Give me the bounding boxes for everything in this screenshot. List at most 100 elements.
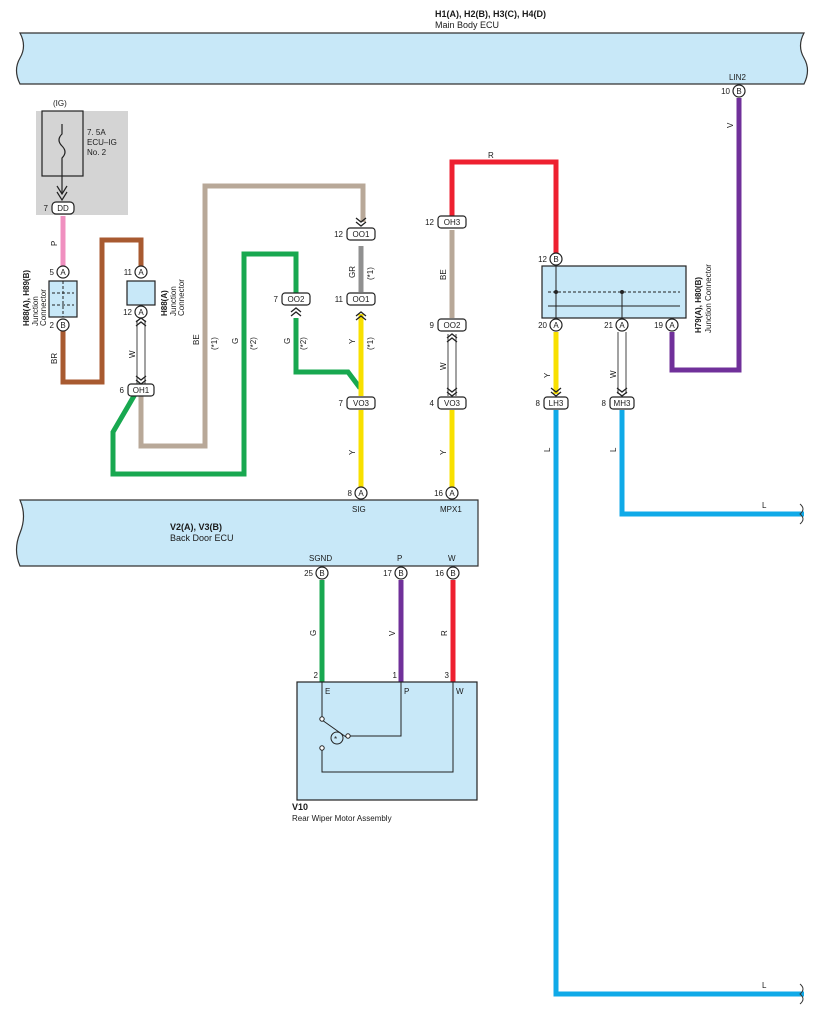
wire-label-y3: Y: [439, 449, 448, 455]
pin-jc3-19-letter: A: [669, 321, 675, 330]
back-pin-label-sig: SIG: [352, 505, 366, 514]
fuse-arrow: [56, 168, 68, 202]
pin-back-p: B17: [383, 566, 408, 580]
back-pin-label-sgnd: SGND: [309, 554, 332, 563]
motor-pin-label-2: W: [456, 687, 464, 696]
wire-label-note1b: (*1): [366, 267, 375, 280]
white-wires: [136, 320, 627, 396]
wire-label-r2: R: [440, 630, 449, 636]
pin-back-mpx1-number: 16: [434, 489, 443, 498]
fuse-icon: [58, 124, 66, 168]
wire-label-g2: G: [283, 338, 292, 344]
ecu-pin-label-lin2: LIN2: [729, 73, 746, 82]
wire-label-l4: L: [762, 981, 767, 990]
pin-main-ecu-lin2-number: 10: [721, 87, 730, 96]
wires: [60, 98, 804, 997]
pin-back-w-letter: B: [450, 569, 455, 578]
pin-jc1-top: A5: [50, 265, 70, 279]
pin-jc1-bottom-number: 2: [50, 321, 55, 330]
wire-br-brown: [60, 237, 144, 385]
jc1-code: H88(A), H89(B): [22, 270, 31, 326]
wire-label-g3: G: [309, 630, 318, 636]
pin-back-sig-number: 8: [348, 489, 353, 498]
wire-g-green-lower: [293, 318, 362, 390]
back-door-ecu-box: [15, 499, 479, 567]
connector-vo3-left-label: VO3: [353, 399, 370, 408]
wire-l-blue-1: [553, 410, 804, 997]
fuse-ig-label: (IG): [53, 99, 67, 108]
wire-label-note1a: (*1): [210, 337, 219, 350]
junction-connector-h88: [126, 280, 156, 306]
motor-code: V10: [292, 802, 308, 812]
main-body-ecu: H1(A), H2(B), H3(C), H4(D) Main Body ECU: [15, 9, 809, 85]
pin-main-ecu-lin2: B 10: [721, 84, 746, 98]
wire-label-p: P: [50, 241, 59, 246]
connector-vo3-right-label: VO3: [444, 399, 461, 408]
wire-label-v2: V: [388, 630, 397, 636]
wire-be-tan: [138, 183, 366, 449]
connector-dd-number: 7: [44, 204, 49, 213]
main-body-ecu-box: [15, 32, 809, 85]
junction-connector-h88-h89: [48, 280, 78, 318]
main-body-ecu-code: H1(A), H2(B), H3(C), H4(D): [435, 9, 546, 19]
motor-pin-label-0: E: [325, 687, 330, 696]
pin-back-sgnd-letter: B: [319, 569, 324, 578]
jc2-code: H88(A): [160, 290, 169, 316]
back-pin-label-mpx1: MPX1: [440, 505, 462, 514]
connector-oo2-right-label: OO2: [444, 321, 461, 330]
pin-jc1-bottom: B2: [50, 318, 70, 332]
pin-jc3-21-number: 21: [604, 321, 613, 330]
wire-label-note1c: (*1): [366, 337, 375, 350]
back-door-ecu: V2(A), V3(B) Back Door ECU: [15, 499, 479, 567]
motor-pin-number-1: 1: [393, 671, 398, 680]
jc2-type2: Connector: [177, 279, 186, 316]
pin-jc2-bottom-letter: A: [138, 308, 144, 317]
motor-pin-label-1: P: [404, 687, 409, 696]
motor-pin-number-0: 2: [314, 671, 319, 680]
connector-lh3-label: LH3: [549, 399, 564, 408]
wire-label-y1: Y: [348, 338, 357, 344]
connector-vo3-right-number: 4: [430, 399, 435, 408]
pin-jc3-19-number: 19: [654, 321, 663, 330]
wire-label-w3: W: [609, 370, 618, 378]
connector-vo3-left-number: 7: [339, 399, 344, 408]
pin-back-mpx1: A 16: [434, 486, 459, 500]
pin-jc3-20: A 20: [538, 318, 563, 332]
connector-oo1-top-label: OO1: [353, 230, 370, 239]
wire-label-y4: Y: [543, 372, 552, 378]
jc1-type1: Junction: [31, 296, 40, 326]
pin-jc3-21: A 21: [604, 318, 629, 332]
wire-end-caps: [799, 503, 804, 1005]
wire-label-gr: GR: [348, 266, 357, 278]
wire-label-y2: Y: [348, 449, 357, 455]
pin-back-p-number: 17: [383, 569, 392, 578]
connector-oo2-right-number: 9: [430, 321, 435, 330]
wire-label-br: BR: [50, 353, 59, 364]
pin-jc3-20-letter: A: [553, 321, 559, 330]
wire-label-l2: L: [609, 447, 618, 452]
wire-label-be2: BE: [439, 269, 448, 280]
pin-jc2-top-letter: A: [138, 268, 144, 277]
pin-main-ecu-lin2-letter: B: [736, 87, 741, 96]
wire-label-l1: L: [543, 447, 552, 452]
wire-g-green-2: [110, 251, 299, 477]
fuse-rating: 7. 5A: [87, 128, 106, 137]
pin-back-sig-letter: A: [358, 489, 364, 498]
motor-box: [296, 681, 478, 801]
pin-back-mpx1-letter: A: [449, 489, 455, 498]
wire-l-blue-2: [619, 410, 804, 517]
pin-jc3-top: B12: [538, 252, 563, 266]
fuse-ecu-ig-no2: (IG) 7. 5A ECU–IG No. 2: [36, 99, 128, 215]
pin-jc3-20-number: 20: [538, 321, 547, 330]
fuse-shaded-box: [36, 111, 128, 215]
jc2-type1: Junction: [169, 286, 178, 316]
pin-jc3-21-letter: A: [619, 321, 625, 330]
wire-label-be1: BE: [192, 334, 201, 345]
